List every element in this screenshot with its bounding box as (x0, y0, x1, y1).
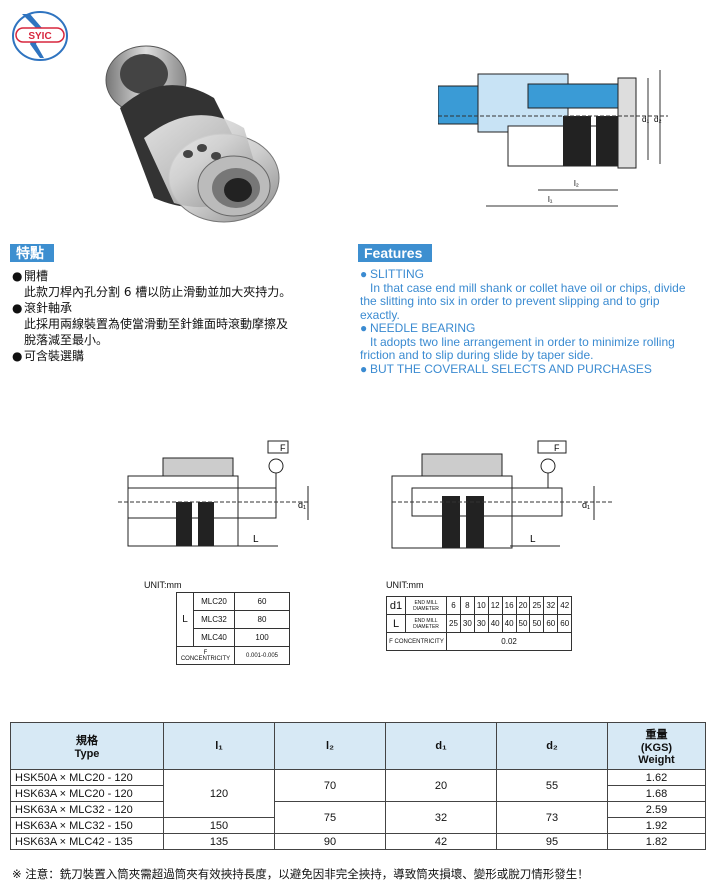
unit-label-left: UNIT:mm (144, 580, 182, 590)
concentricity-diagram-left: F L d₁ (118, 440, 309, 547)
table-row: HSK63A × MLC42 - 135 135 90 42 95 1.82 (10, 833, 706, 850)
table-row: HSK63A × MLC20 - 120 1.68 (10, 785, 706, 802)
feature-bearing-en: NEEDLE BEARING (370, 321, 476, 335)
features-cn-list: ●開槽 此款刀桿內孔分割 6 槽以防止滑動並加大夾持力。 ●滾針軸承 此採用兩線… (12, 269, 292, 363)
dim-l2: l₂ (574, 179, 579, 188)
table-row: HSK63A × MLC32 - 120 75 32 73 2.59 (10, 801, 706, 834)
caution-note: ※ 注意：銑刀裝置入筒夾需超過筒夾有效挾持長度，以避免因非完全挾持，導致筒夾損壞… (12, 867, 589, 881)
syic-logo: SYIC (12, 11, 68, 61)
features-en-title: Features (358, 244, 432, 262)
feature-slitting-cn: 開槽 (24, 269, 49, 283)
table-row: HSK50A × MLC20 - 120 120 70 20 55 1.62 (10, 769, 706, 818)
feature-coverall-en: BUT THE COVERALL SELECTS AND PURCHASES (370, 361, 652, 376)
features-cn-title: 特點 (10, 244, 54, 262)
features-en-list: ●SLITTING In that case end mill shank or… (360, 267, 686, 376)
logo-text: SYIC (28, 31, 51, 42)
feature-bearing-cn: 滾針軸承 (24, 301, 73, 315)
dim-d1: d₁ (642, 115, 649, 124)
label-f-right: F (554, 443, 560, 453)
unit-label-right: UNIT:mm (386, 580, 424, 590)
dim-l1: l₁ (548, 195, 553, 204)
label-d1-left: d₁ (298, 500, 306, 510)
tool-holder-photo (105, 45, 280, 223)
feature-optional-cn: 可含裝選購 (24, 349, 85, 363)
dim-d2: d₂ (654, 115, 662, 124)
label-L-left: L (253, 534, 259, 545)
label-L-right: L (530, 534, 536, 545)
feature-slitting-en: SLITTING (370, 267, 425, 281)
label-d1-right: d₁ (582, 500, 590, 510)
cross-section-diagram: d₁ d₂ l₂ l₁ (438, 70, 668, 207)
concentricity-diagram-right: F L d₁ (391, 440, 612, 549)
label-f-left: F (280, 443, 286, 453)
